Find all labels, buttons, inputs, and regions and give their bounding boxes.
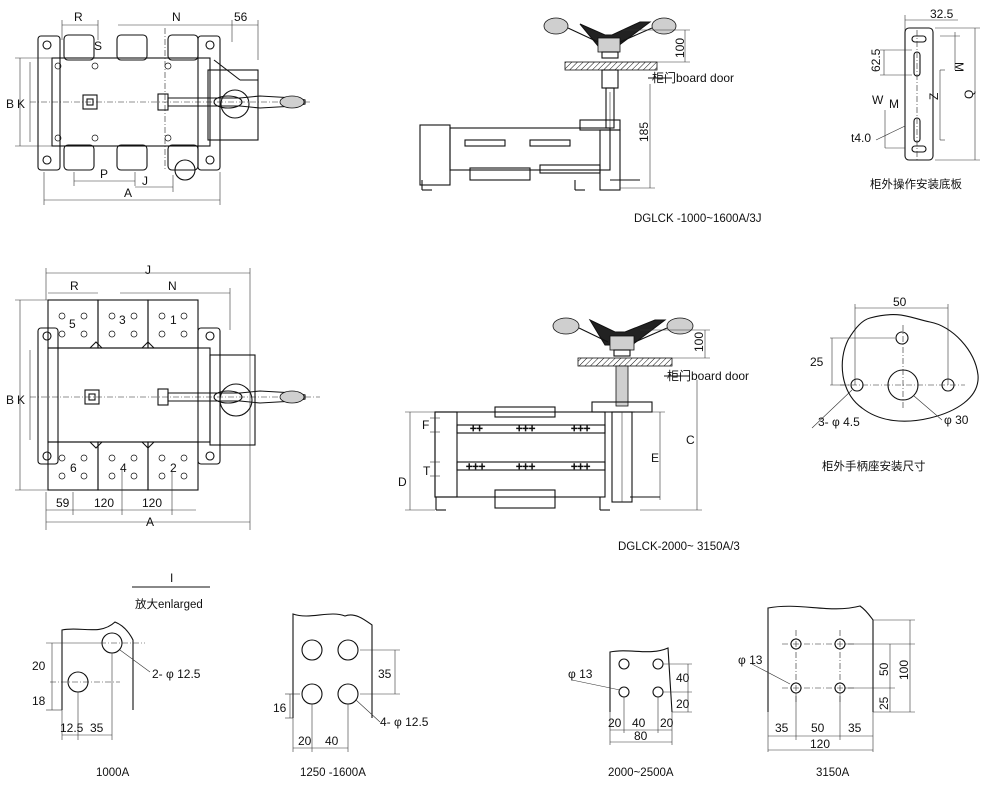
dim-25: 25	[810, 355, 824, 369]
caption-dglck-1000-1600: DGLCK -1000~1600A/3J	[634, 213, 762, 225]
dim-50h: 50	[811, 721, 825, 735]
terminal-label: 1	[170, 313, 177, 327]
dim-40: 40	[325, 734, 339, 748]
dim-20a: 20	[608, 716, 622, 730]
dim-m-mid: M	[889, 97, 899, 111]
dim-20: 20	[32, 659, 46, 673]
holes-2-12-5: 2- φ 12.5	[152, 667, 201, 681]
dim-r-2: R	[70, 279, 79, 293]
dim-a-2: A	[146, 515, 154, 529]
dim-z: Z	[927, 93, 941, 100]
terminal-label: 3	[119, 313, 126, 327]
busbar-2000-2500a: φ 13 40 20 20 40 20 80 2000~2500A	[568, 647, 692, 779]
dim-w: W	[872, 93, 884, 107]
dim-a: A	[124, 186, 132, 200]
dim-p: P	[100, 167, 108, 181]
dim-20r: 20	[676, 697, 690, 711]
dim-k: K	[17, 97, 25, 111]
caption-1250-1600a: 1250 -1600A	[300, 767, 366, 779]
dim-n: N	[172, 10, 181, 24]
dim-100-3: 100	[897, 660, 911, 680]
dim-120-3: 120	[810, 737, 830, 751]
door-label: 柜门board door	[652, 70, 734, 85]
dim-35: 35	[90, 721, 104, 735]
caption-dglck-2000-3150: DGLCK-2000~ 3150A/3	[618, 541, 740, 553]
dim-35b: 35	[848, 721, 862, 735]
dim-c: C	[686, 433, 695, 447]
caption-base-plate: 柜外操作安装底板	[870, 177, 962, 191]
dim-50: 50	[893, 295, 907, 309]
dim-56: 56	[234, 10, 248, 24]
caption-1000a: 1000A	[96, 767, 130, 779]
enlarged-title: 放大enlarged	[135, 597, 203, 611]
holes-3-4-5: 3- φ 4.5	[818, 415, 860, 429]
dim-s: S	[94, 39, 102, 53]
terminal-label: 2	[170, 461, 177, 475]
base-plate: 32.5 62.5 M Z Q W M t4.0 柜外操作安装底板	[851, 7, 980, 191]
dim-j-2: J	[145, 263, 151, 277]
hole-30: φ 30	[944, 413, 969, 427]
top-view-1000-1600a: R N 56 S	[6, 10, 310, 205]
dim-62-5: 62.5	[869, 48, 883, 72]
dim-20-2: 20	[298, 734, 312, 748]
dim-120b: 120	[142, 496, 162, 510]
dim-f: F	[422, 418, 429, 432]
dim-120a: 120	[94, 496, 114, 510]
dim-12-5: 12.5	[60, 721, 84, 735]
contact-mark: ++	[470, 423, 483, 435]
dim-40-3: 40	[676, 671, 690, 685]
handle-seat: 50 25 3- φ 4.5 φ 30 柜外手柄座安装尺寸	[810, 295, 979, 473]
dim-d: D	[398, 475, 407, 489]
dim-25-2: 25	[877, 696, 891, 710]
dim-t4: t4.0	[851, 131, 871, 145]
dim-185: 185	[637, 122, 651, 142]
dim-50v: 50	[877, 662, 891, 676]
dim-20b: 20	[660, 716, 674, 730]
enlarged-header: I 放大enlarged	[132, 571, 210, 611]
side-view-1000-1600a: 柜门board door 100 185 DGLCK -1000~1600A/3…	[419, 17, 762, 225]
busbar-1000a: 20 18 12.5 35 2- φ 12.5 1000A	[32, 621, 201, 779]
terminal-label: 5	[69, 317, 76, 331]
busbar-1250-1600a: 35 16 20 40 4- φ 12.5 1250 -1600A	[273, 613, 429, 779]
dim-100: 100	[673, 38, 687, 58]
hole-13: φ 13	[568, 667, 593, 681]
dim-18: 18	[32, 694, 46, 708]
dim-b-2: B	[6, 393, 14, 407]
dim-r: R	[74, 10, 83, 24]
dim-m-top: M	[952, 62, 966, 72]
dim-q: Q	[962, 90, 976, 99]
hole-13-2: φ 13	[738, 653, 763, 667]
dim-80: 80	[634, 729, 648, 743]
contact-mark: +++	[571, 423, 590, 435]
dim-100-2: 100	[692, 332, 706, 352]
contact-mark: +++	[571, 461, 590, 473]
dim-32-5: 32.5	[930, 7, 954, 21]
holes-4-12-5: 4- φ 12.5	[380, 715, 429, 729]
door-label-2: 柜门board door	[667, 368, 749, 383]
caption-3150a: 3150A	[816, 767, 850, 779]
dim-k-2: K	[17, 393, 25, 407]
contact-mark: +++	[516, 461, 535, 473]
caption-2000-2500a: 2000~2500A	[608, 767, 674, 779]
dim-35a: 35	[775, 721, 789, 735]
dim-b: B	[6, 97, 14, 111]
caption-handle-seat: 柜外手柄座安装尺寸	[822, 459, 926, 473]
terminal-label: 4	[120, 461, 127, 475]
side-view-2000-3150a: 柜门board door ++ +++ +++ +++ +++ +++ 100 …	[398, 317, 749, 553]
dim-59: 59	[56, 496, 70, 510]
dim-16: 16	[273, 701, 287, 715]
dim-t: T	[423, 464, 431, 478]
busbar-3150a: φ 13 50 100 25 35 50 35 120 3150A	[738, 605, 915, 779]
top-view-2000-3150a: J R N 5 3 1 6 4 2	[6, 263, 320, 530]
marker-i: I	[170, 571, 173, 585]
dim-e: E	[651, 451, 659, 465]
dim-n-2: N	[168, 279, 177, 293]
dim-40b: 40	[632, 716, 646, 730]
terminal-label: 6	[70, 461, 77, 475]
dim-j: J	[142, 174, 148, 188]
contact-mark: +++	[466, 461, 485, 473]
contact-mark: +++	[516, 423, 535, 435]
dim-35-2: 35	[378, 667, 392, 681]
